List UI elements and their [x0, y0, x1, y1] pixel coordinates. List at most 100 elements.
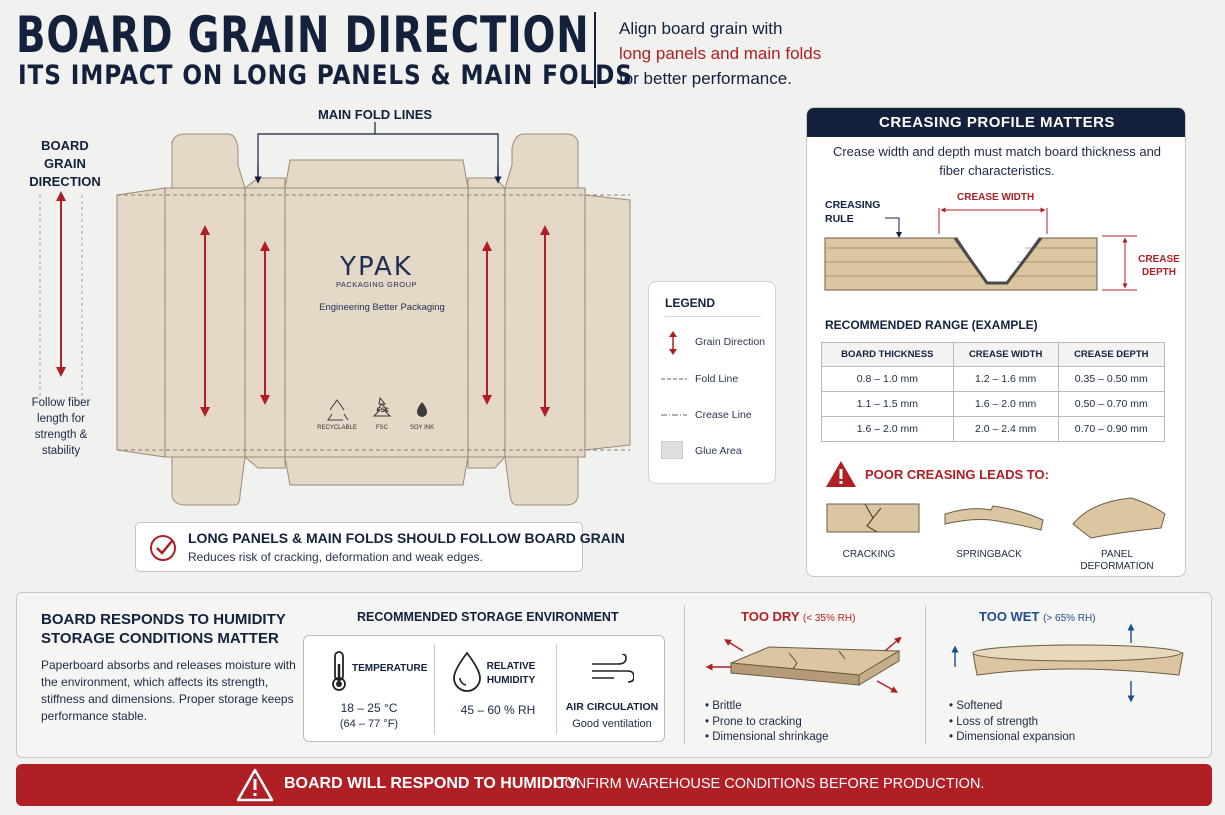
- bullet-text: Brittle: [712, 700, 742, 712]
- too-dry-title: TOO DRY (< 35% RH): [741, 609, 855, 624]
- table-cell: 0.8 – 1.0 mm: [821, 366, 954, 392]
- poor-creasing-illustrations: [826, 497, 1166, 539]
- dieline-panels: [116, 133, 631, 506]
- glue-area-icon: [661, 441, 683, 459]
- too-dry-bullets: • Brittle • Prone to cracking • Dimensio…: [705, 699, 829, 746]
- left-top-tuck: [171, 133, 246, 189]
- table-cell: 1.6 – 2.0 mm: [952, 391, 1059, 417]
- fsc-mark: FSC: [377, 408, 389, 414]
- legend-item-crease: Crease Line: [659, 405, 775, 425]
- fsc-tree-icon: [372, 396, 392, 417]
- creasing-description: Crease width and depth must match board …: [832, 144, 1162, 178]
- check-circle-icon: [150, 535, 176, 561]
- brand-logo: YPAK: [340, 252, 413, 282]
- box-dieline-diagram: [39, 122, 631, 506]
- creasing-title: CREASING PROFILE MATTERS: [807, 108, 1185, 137]
- fold-line-icon: [661, 378, 687, 380]
- fsc-label: FSC: [376, 425, 388, 431]
- list-item: • Dimensional shrinkage: [705, 731, 829, 743]
- legend-item-glue: Glue Area: [659, 441, 775, 461]
- bullet-text: Dimensional shrinkage: [712, 731, 829, 743]
- main-fold-label: MAIN FOLD LINES: [317, 107, 433, 122]
- right-bottom-tuck: [504, 456, 579, 506]
- crease-width-label: CREASE WIDTH: [957, 192, 1035, 203]
- legend-label-fold: Fold Line: [695, 373, 739, 385]
- glue-flap: [116, 187, 166, 458]
- too-wet-range: (> 65% RH): [1043, 613, 1096, 624]
- table-header: CREASE WIDTH: [952, 342, 1059, 367]
- panel-deformation-illustration: [1072, 497, 1166, 539]
- poor-label-cracking: CRACKING: [842, 549, 896, 560]
- cracking-illustration: [826, 503, 920, 533]
- table-row: 1.1 – 1.5 mm 1.6 – 2.0 mm 0.50 – 0.70 mm: [821, 391, 1166, 417]
- table-header: BOARD THICKNESS: [821, 342, 954, 367]
- humidity-card: BOARD RESPONDS TO HUMIDITY STORAGE CONDI…: [16, 592, 1212, 758]
- humidity-label: RELATIVE HUMIDITY: [486, 661, 536, 686]
- dry-board-illustration: [705, 636, 902, 693]
- grain-callout-title: LONG PANELS & MAIN FOLDS SHOULD FOLLOW B…: [188, 530, 625, 546]
- crease-groove: [953, 237, 1043, 285]
- end-flap: [584, 194, 631, 451]
- humidity-body: Paperboard absorbs and releases moisture…: [41, 658, 296, 723]
- left-bottom-tuck: [171, 456, 246, 506]
- crease-depth-label: CREASE DEPTH: [1138, 254, 1180, 278]
- table-cell: 0.35 – 0.50 mm: [1057, 366, 1166, 392]
- too-wet-bullets: • Softened • Loss of strength • Dimensio…: [949, 699, 1075, 746]
- recycle-icon: [327, 399, 349, 421]
- table-cell: 1.6 – 2.0 mm: [821, 416, 954, 442]
- table-cell: 1.1 – 1.5 mm: [821, 391, 954, 417]
- humidity-value: 45 – 60 % RH: [460, 703, 536, 717]
- grain-direction-note: Follow fiber length for strength & stabi…: [31, 397, 91, 457]
- temperature-value: 18 – 25 °C: [340, 701, 398, 715]
- section-divider: [684, 605, 685, 745]
- section-divider: [925, 605, 926, 745]
- temperature-label: TEMPERATURE: [352, 663, 428, 674]
- storage-box: TEMPERATURE 18 – 25 °C (64 – 77 °F) RELA…: [303, 635, 665, 742]
- storage-divider: [434, 644, 435, 734]
- list-item: • Dimensional expansion: [949, 731, 1076, 743]
- grain-arrow-icon: [669, 331, 677, 355]
- too-wet-title: TOO WET (> 65% RH): [979, 609, 1096, 624]
- dust-flap-1: [243, 177, 286, 189]
- range-title: RECOMMENDED RANGE (EXAMPLE): [825, 318, 1038, 332]
- header-note-line-3: for better performance.: [619, 69, 792, 88]
- creasing-rule-label: CREASING RULE: [825, 199, 881, 225]
- panel-grain-arrows: [200, 225, 550, 417]
- poor-label-deformation: PANEL DEFORMATION: [1080, 549, 1154, 572]
- wet-board-illustration: [951, 623, 1184, 703]
- storage-divider: [556, 644, 557, 734]
- right-top-tuck: [504, 133, 579, 189]
- header-note-highlight: long panels and main folds: [619, 44, 822, 63]
- grain-callout: LONG PANELS & MAIN FOLDS SHOULD FOLLOW B…: [135, 522, 625, 572]
- bullet-text: Prone to cracking: [712, 715, 802, 728]
- legend-label-glue: Glue Area: [695, 445, 742, 457]
- soy-ink-label: SOY INK: [409, 425, 435, 431]
- warning-triangle-icon: [236, 768, 274, 802]
- too-wet-label: TOO WET: [979, 609, 1040, 624]
- too-dry-label: TOO DRY: [741, 609, 800, 624]
- storage-title: RECOMMENDED STORAGE ENVIRONMENT: [357, 610, 619, 624]
- main-front-panel: [284, 187, 469, 458]
- thermometer-icon: [332, 651, 346, 691]
- header-divider: [594, 12, 596, 88]
- table-header: CREASE DEPTH: [1057, 342, 1166, 367]
- dust-flap-2: [243, 456, 286, 469]
- bullet-text: Softened: [956, 700, 1003, 712]
- poor-creasing-title: POOR CREASING LEADS TO:: [865, 467, 1049, 482]
- legend-label-grain: Grain Direction: [695, 336, 766, 348]
- fold-lines: [117, 188, 630, 457]
- list-item: • Brittle: [705, 700, 742, 712]
- page-title: BOARD GRAIN DIRECTION: [16, 6, 590, 64]
- legend-label-crease: Crease Line: [695, 409, 752, 421]
- warning-icon: [826, 461, 856, 487]
- humidity-title-line-1: BOARD RESPONDS TO HUMIDITY: [41, 611, 286, 628]
- main-fold-bracket: [257, 133, 499, 182]
- list-item: • Loss of strength: [949, 715, 1039, 728]
- too-dry-range: (< 35% RH): [802, 613, 856, 624]
- legend-item-fold: Fold Line: [659, 369, 775, 389]
- water-drop-icon: [453, 651, 481, 692]
- header-note: Align board grain with long panels and m…: [619, 16, 821, 91]
- range-table: BOARD THICKNESS CREASE WIDTH CREASE DEPT…: [821, 342, 1166, 442]
- soy-ink-drop-icon: [417, 402, 427, 417]
- humidity-title-line-2: STORAGE CONDITIONS MATTER: [41, 630, 279, 647]
